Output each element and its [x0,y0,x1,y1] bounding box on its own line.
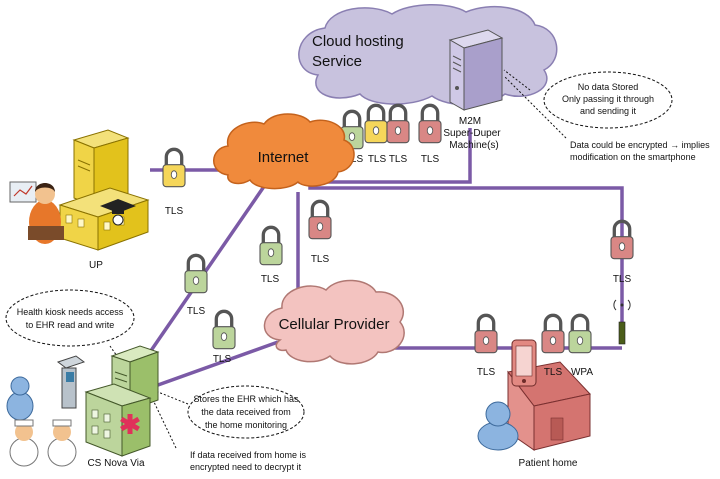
up-server-icon [72,129,130,207]
lock-internet-down-label: TLS [311,254,330,265]
lock-home-wpa-label: WPA [571,367,593,378]
lock-icon [567,313,593,355]
stores-line2: the data received from [201,407,291,417]
encrypt-line1: Data could be encrypted → implies [570,140,710,150]
kiosk-icon [56,355,86,409]
lock-home-1: TLS [473,313,499,378]
lock-icon [307,199,333,241]
internet-cloud: Internet [213,113,355,190]
kiosk-line1: Health kiosk needs access [17,307,124,317]
server-label-line1: M2M [459,116,481,127]
no-data-line1: No data Stored [578,82,639,92]
callout-kiosk: Health kiosk needs access to EHR read an… [5,289,135,373]
lock-cs-link-2: TLS [258,225,284,285]
presenter-icon [9,181,64,244]
lock-home-2-label: TLS [544,367,563,378]
lock-icon [473,313,499,355]
callout-stores: Stores the EHR which has the data receiv… [153,385,305,449]
patient-home-node: TLS TLS WPA Patient home [473,313,593,469]
lock-cs-cell: TLS [211,309,237,365]
lock-up-link: TLS [161,147,187,217]
lock-icon [417,103,443,145]
lock-icon [258,225,284,267]
lock-icon [211,309,237,351]
link-cellular-cs [157,340,279,387]
cloud-title-line1: Cloud hosting [312,33,404,50]
antenna-icon [613,299,631,345]
lock-icon [385,103,411,145]
internet-shape [213,113,355,190]
callout-no-data: No data Stored Only passing it through a… [503,69,673,129]
smartphone-icon [511,339,537,387]
server-label-line2: Super-Duper [443,128,501,139]
lock-icon [161,147,187,189]
lock-cloud-2: TLS [363,103,389,165]
lock-home-2: TLS [540,313,566,378]
up-building-icon [58,187,150,251]
lock-cloud-3-label: TLS [389,154,408,165]
stores-line3: the home monitoring [205,420,287,430]
cs-nova-via-node: CS Nova Via [6,345,160,469]
doctor-icon-3 [47,419,77,467]
link-internet-cs [146,184,267,356]
hospital-building-icon [84,383,152,457]
medical-star-icon [120,414,140,434]
doctor-icon-2 [9,419,39,467]
lock-icon [540,313,566,355]
cloud-title-line2: Service [312,53,362,70]
lock-up-link-label: TLS [165,206,184,217]
lock-cs-link-2-label: TLS [261,274,280,285]
stores-line1: Stores the EHR which has [193,394,299,404]
m2m-server: M2M Super-Duper Machine(s) [443,29,504,151]
lock-icon [183,253,209,295]
up-label: UP [89,260,103,271]
lock-cs-link-1: TLS [183,253,209,317]
up-node: UP [9,129,150,271]
server-label-line3: Machine(s) [449,140,498,151]
lock-cs-cell-label: TLS [213,354,232,365]
kiosk-line2: to EHR read and write [26,320,115,330]
lock-cs-link-1-label: TLS [187,306,206,317]
graduation-cap-icon [100,199,136,226]
lock-cloud-3: TLS [385,103,411,165]
doctor-icon-1 [6,376,34,421]
lock-home-1-label: TLS [477,367,496,378]
encrypt-line2: modification on the smartphone [570,152,696,162]
server-icon [448,29,504,111]
decrypt-note: If data received from home is encrypted … [190,450,307,472]
patient-home-label: Patient home [519,458,578,469]
lock-internet-down: TLS [307,199,333,265]
cellular-label: Cellular Provider [279,316,390,333]
lock-home-wpa: WPA [567,313,593,378]
cellular-provider: Cellular Provider [263,279,405,365]
lock-icon [363,103,389,145]
lock-cloud-2-label: TLS [368,154,387,165]
cellular-shape [263,279,405,365]
decrypt-line1: If data received from home is [190,450,307,460]
lock-cloud-4-label: TLS [421,154,440,165]
no-data-line3: and sending it [580,106,637,116]
decrypt-line2: encrypted need to decrypt it [190,462,302,472]
internet-label: Internet [258,149,310,166]
lock-cloud-4: TLS [417,103,443,165]
lock-antenna-label: TLS [613,274,632,285]
callout-encrypt: Data could be encrypted → implies modifi… [503,75,710,162]
lock-cloud-1: TLS [339,109,365,165]
cs-nova-via-label: CS Nova Via [87,458,145,469]
antenna-node: TLS [609,219,635,345]
patient-icon [477,401,519,451]
lock-cloud-1-label: TLS [345,154,364,165]
no-data-line2: Only passing it through [562,94,654,104]
